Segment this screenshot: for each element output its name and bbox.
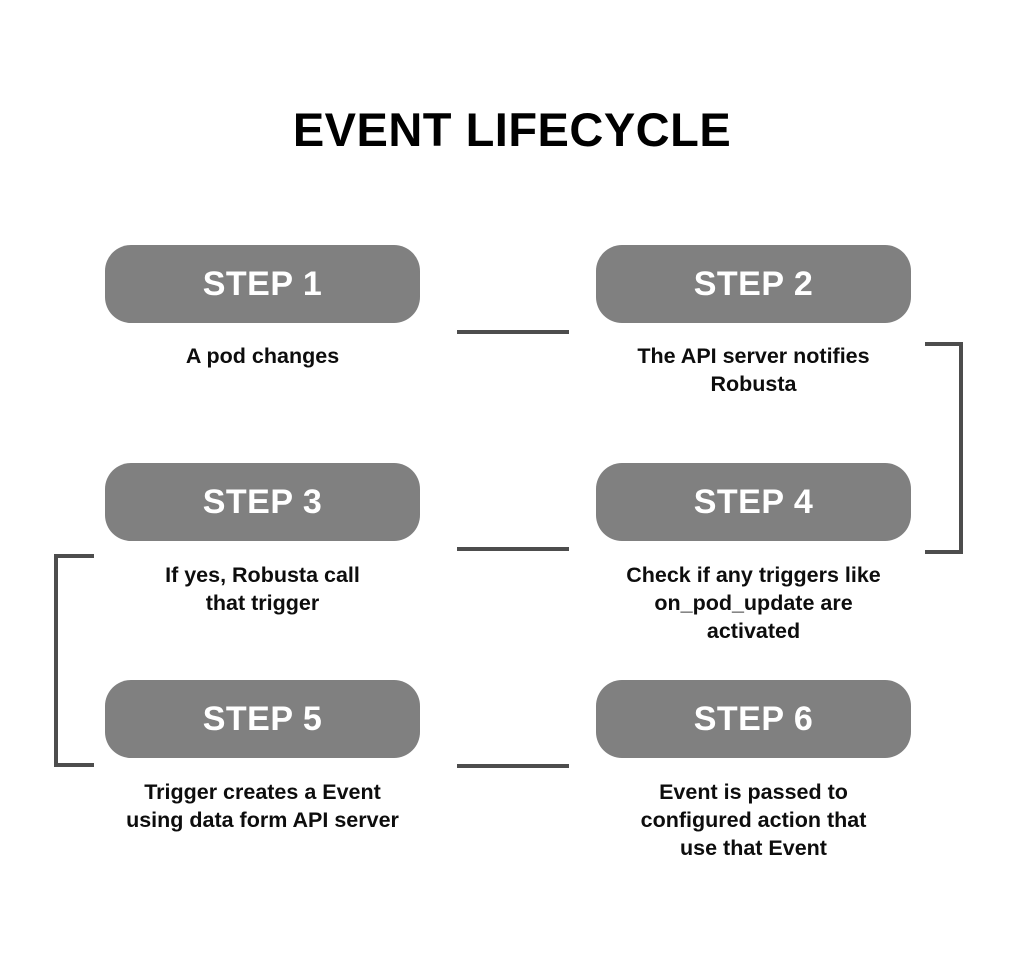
connector-step2-to-step4-bracket (925, 342, 963, 554)
connector-step4-to-step5-bracket (54, 554, 94, 767)
step-box-5[interactable]: STEP 5 (105, 680, 420, 758)
step-label-5: STEP 5 (202, 700, 323, 738)
step-caption-4: Check if any triggers like on_pod_update… (626, 563, 881, 643)
step-caption-2: The API server notifies Robusta (637, 344, 870, 396)
step-box-6[interactable]: STEP 6 (596, 680, 911, 758)
step-box-1[interactable]: STEP 1 (105, 245, 420, 323)
step-caption-1: A pod changes (185, 344, 340, 368)
step-box-4[interactable]: STEP 4 (596, 463, 911, 541)
step-label-2: STEP 2 (693, 265, 814, 303)
step-box-3[interactable]: STEP 3 (105, 463, 420, 541)
step-label-6: STEP 6 (693, 700, 814, 738)
step-caption-6: Event is passed to configured action tha… (640, 780, 867, 860)
step-label-3: STEP 3 (202, 483, 323, 521)
connector-step3-to-step4 (457, 547, 569, 551)
connector-step5-to-step6 (457, 764, 569, 768)
step-label-4: STEP 4 (693, 483, 814, 521)
step-caption-5: Trigger creates a Event using data form … (126, 780, 399, 832)
step-box-2[interactable]: STEP 2 (596, 245, 911, 323)
connector-step1-to-step2 (457, 330, 569, 334)
step-caption-3: If yes, Robusta call that trigger (165, 563, 360, 615)
step-label-1: STEP 1 (202, 265, 323, 303)
page-title: EVENT LIFECYCLE (292, 103, 732, 156)
